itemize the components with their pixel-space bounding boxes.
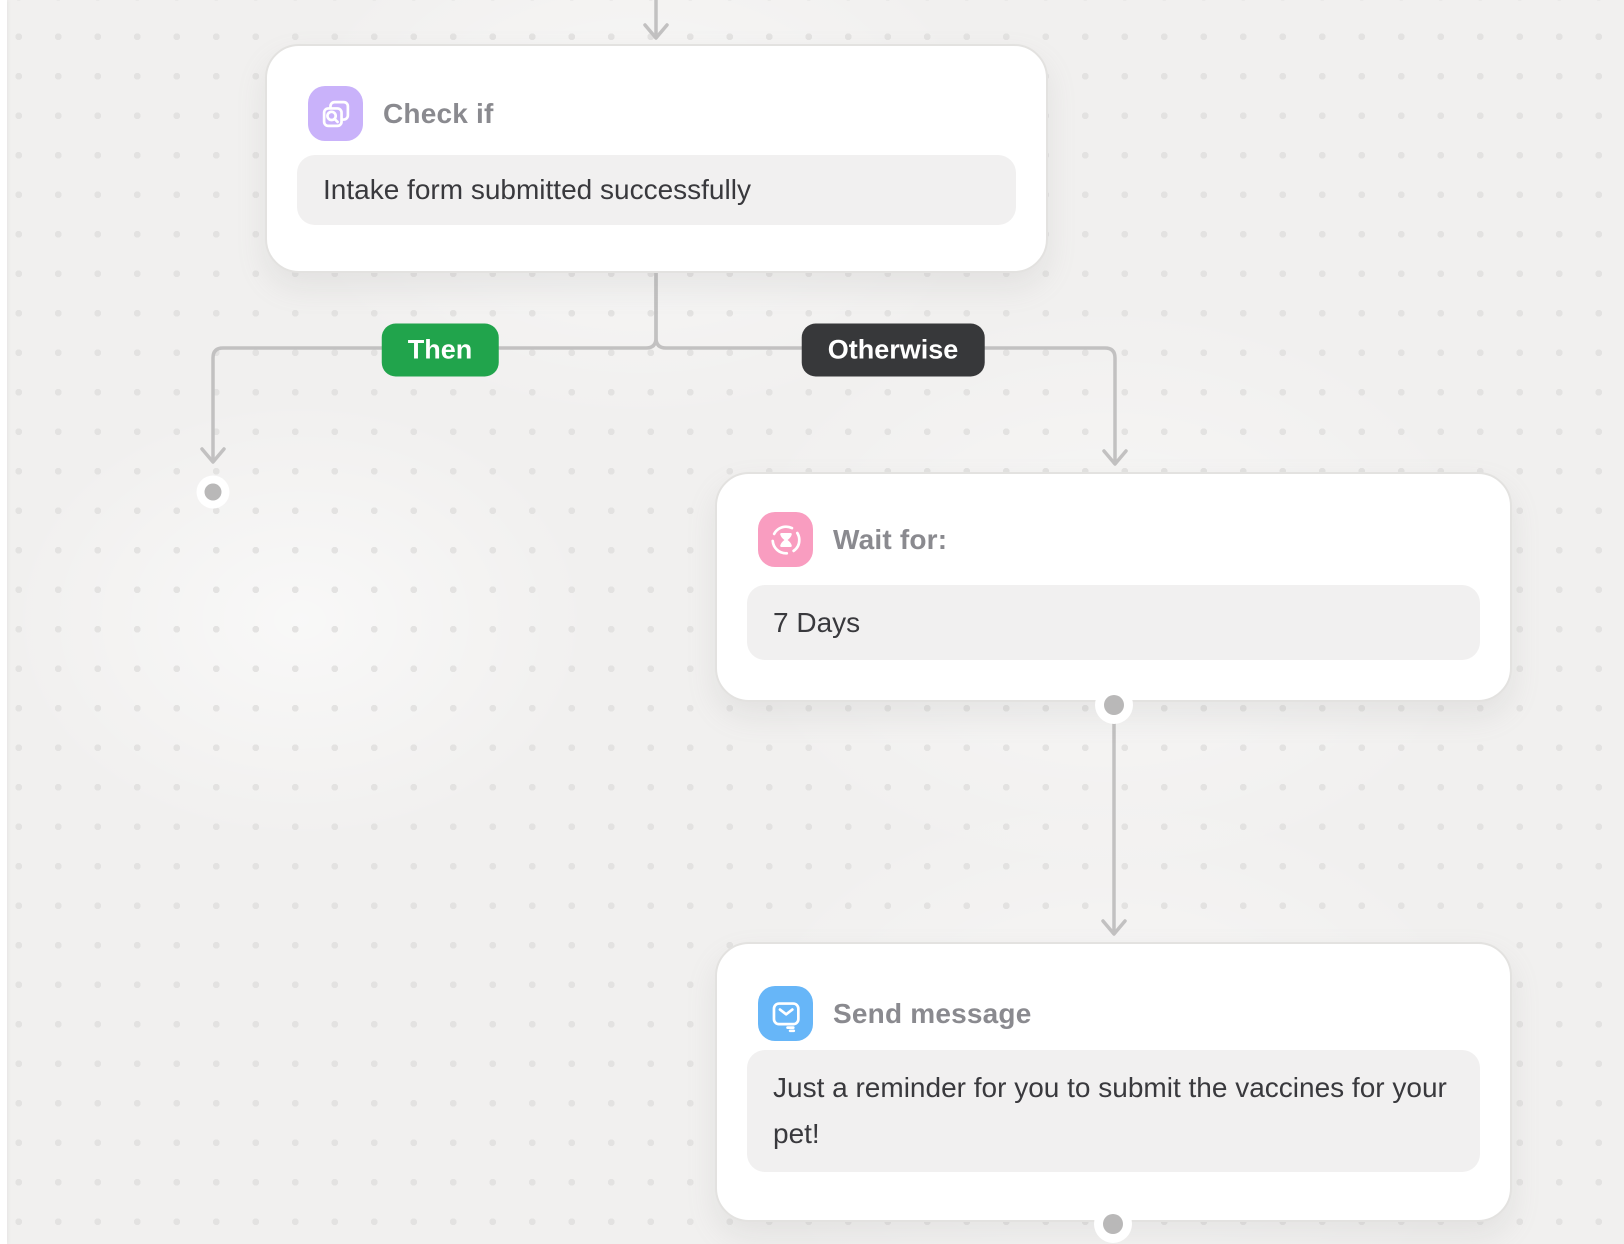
then-branch-badge[interactable]: Then [381,323,499,377]
envelope-message-icon [758,986,813,1041]
node-title: Check if [383,97,494,129]
handle-dot [1104,695,1124,715]
otherwise-branch-badge[interactable]: Otherwise [801,323,985,377]
wait-duration-field[interactable]: 7 Days [747,585,1480,660]
condition-field[interactable]: Intake form submitted successfully [297,155,1016,225]
add-node-endpoint[interactable] [196,475,230,509]
node-header: Wait for: [717,474,1510,567]
connector-handle-wait[interactable] [1095,686,1133,724]
node-title: Wait for: [833,523,948,555]
left-panel-edge [0,0,7,1244]
send-message-node[interactable]: Send message Just a reminder for you to … [715,942,1512,1222]
documents-search-icon [308,86,363,141]
connector-handle-send[interactable] [1094,1205,1132,1243]
message-text-field[interactable]: Just a reminder for you to submit the va… [747,1050,1480,1172]
hourglass-icon [758,512,813,567]
node-title: Send message [833,997,1032,1029]
wait-for-node[interactable]: Wait for: 7 Days [715,472,1512,702]
node-header: Send message [717,944,1510,1041]
endpoint-dot [204,483,222,501]
check-if-node[interactable]: Check if Intake form submitted successfu… [265,44,1048,273]
node-header: Check if [267,46,1046,141]
handle-dot [1103,1214,1123,1234]
